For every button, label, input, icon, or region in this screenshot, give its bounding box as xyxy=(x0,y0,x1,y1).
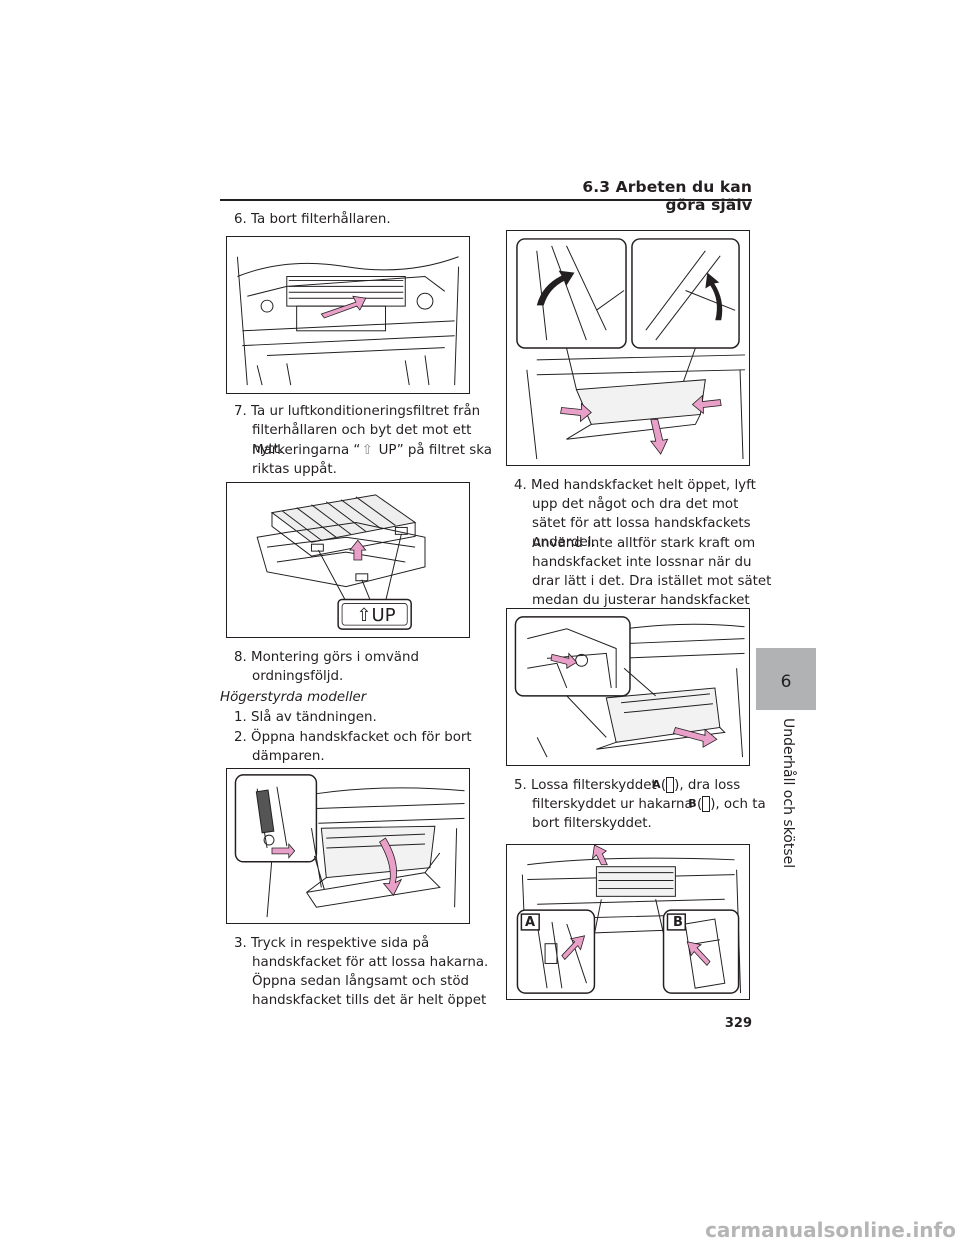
rhd-step-2-text: 2. Öppna handskfacket och för bort dämpa… xyxy=(234,730,472,764)
step-7-note-before: Markeringarna “ xyxy=(252,443,361,458)
filter-holder-illustration xyxy=(236,256,460,386)
label-a-badge: A xyxy=(652,777,675,793)
glovebox-release-illustration xyxy=(516,238,746,460)
watermark: carmanualsonline.info xyxy=(705,1218,956,1242)
chapter-number: 6 xyxy=(780,672,792,692)
up-marking-arrow-icon: ⇧ xyxy=(356,605,372,626)
figure-glovebox-pull xyxy=(506,608,750,766)
step-7-text: 7. Ta ur luftkonditioneringsfiltret från… xyxy=(234,404,481,457)
page-number: 329 xyxy=(724,1016,752,1031)
step-7-note-after: UP” på filtret ska riktas uppåt. xyxy=(252,443,492,477)
section-title: 6.3 Arbeten du kan göra själv xyxy=(582,178,752,214)
step-5-part-3: ), och ta bort filterskyddet. xyxy=(532,797,766,831)
rhd-step-1-text: 1. Slå av tändningen. xyxy=(234,710,377,725)
up-marking-label: UP xyxy=(371,605,396,626)
up-arrow-icon: ⇧ xyxy=(361,443,373,458)
step-5-part-2: ), dra loss filterskyddet ur hakarna ( xyxy=(532,778,741,812)
up-marking: ⇧UP xyxy=(343,605,409,627)
filter-cover-illustration xyxy=(516,845,742,994)
step-5-text: 5. Lossa filterskyddet (A), dra loss fil… xyxy=(514,776,776,833)
air-filter-illustration xyxy=(256,494,426,630)
callout-a: A xyxy=(524,915,536,930)
header-rule xyxy=(220,199,752,201)
callout-b: B xyxy=(673,915,683,930)
chapter-title: Underhåll och skötsel xyxy=(780,718,796,869)
step-5-part-1: 5. Lossa filterskyddet ( xyxy=(514,778,667,793)
figure-air-filter: ⇧UP xyxy=(226,482,470,638)
figure-glovebox-release xyxy=(506,230,750,466)
figure-filter-holder-removal xyxy=(226,236,470,394)
figure-glovebox-damper xyxy=(226,768,470,924)
step-7-note: Markeringarna “⇧ UP” på filtret ska rikt… xyxy=(234,441,498,479)
step-8-text: 8. Montering görs i omvänd ordningsföljd… xyxy=(234,650,419,684)
chapter-tab xyxy=(756,648,816,710)
figure-filter-cover: A B xyxy=(506,844,750,1000)
rhd-step-3-text: 3. Tryck in respektive sida på handskfac… xyxy=(234,936,489,1008)
glovebox-pull-illustration xyxy=(514,616,745,758)
step-4-text: 4. Med handskfacket helt öppet, lyft upp… xyxy=(514,478,756,550)
label-b-badge: B xyxy=(688,796,711,812)
step-6-text: 6. Ta bort filterhållaren. xyxy=(234,212,391,227)
glovebox-damper-illustration xyxy=(234,774,465,918)
rhd-heading: Högerstyrda modeller xyxy=(220,690,367,705)
